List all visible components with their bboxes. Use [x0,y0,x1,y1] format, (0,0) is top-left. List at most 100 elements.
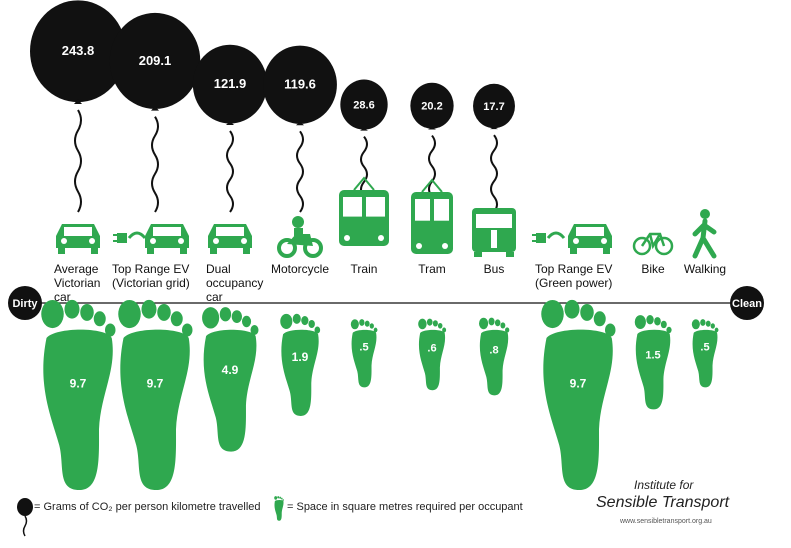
dirty-label: Dirty [12,298,38,310]
footprint-toe [359,319,365,326]
balloon-6: 17.7 [473,83,515,213]
legend-footprint-icon [274,496,284,521]
footprint-toe [250,325,259,335]
car-wheel [603,248,610,254]
car-windscreen [576,227,604,236]
balloon-5: 20.2 [410,82,454,213]
ev-plug-pin [532,240,536,242]
category-label-line: Bike [641,262,665,276]
footprint-7: 9.7 [541,299,616,490]
footprint-toe [541,299,564,329]
category-label-line: Walking [684,262,726,276]
motorcycle-rider-head [292,216,304,228]
ev-icon [532,224,612,254]
bus-door [491,230,497,248]
footprint-toe [705,320,711,327]
footprint-toe [41,299,64,329]
tram-icon [411,178,453,254]
category-label-line: Train [351,262,378,276]
balloon-string [296,130,304,213]
bus-windscreen [476,214,512,228]
category-label-9: Walking [684,262,726,276]
balloon-string [226,130,234,213]
balloon-knot [428,127,436,130]
footprint-toe [418,318,427,330]
footprint-toe [231,310,242,324]
train-light [344,235,350,241]
footprint-9: .5 [691,319,719,388]
car-icon [56,224,100,254]
balloon-value-label: 121.9 [214,76,247,91]
footprint-toe [593,311,606,327]
category-label-3: Motorcycle [271,262,329,276]
walking-icon [692,209,717,259]
footprint-toe [219,307,232,322]
footprint-toe [666,326,672,334]
train-light [378,235,384,241]
car-headlight [178,238,184,244]
vehicle-icons [56,176,717,259]
motorcycle-body [287,234,313,246]
category-label-line: Top Range EV [535,262,612,276]
footprint-0: 9.7 [41,299,116,490]
car-headlight [601,238,607,244]
footprint-toe [301,316,309,326]
car-wheel [210,248,217,254]
balloon-3: 119.6 [263,45,337,213]
footprint-toe [118,299,141,329]
train-icon [339,176,389,246]
balloon-1: 209.1 [109,12,201,213]
ev-cable [127,231,147,240]
footprint-toe [488,317,495,326]
footprint-toe [314,326,321,334]
footprint-value-label: 4.9 [222,363,239,377]
footprint-3: 1.9 [280,313,321,416]
ev-plug-pin [113,240,117,242]
footprint-toe [157,303,171,321]
category-label-4: Train [351,262,378,276]
footprint-toe [292,313,301,324]
category-label-line: Victorian [54,276,100,290]
footprint-toe [279,496,282,499]
legend-icons [17,496,284,537]
footprint-toe [660,320,667,329]
balloon-body [109,12,201,109]
footprint-sole [543,329,613,490]
balloon-string [490,134,498,213]
footprint-value-label: .8 [489,345,498,357]
car-headlight [213,238,219,244]
footprint-4: .5 [350,319,378,388]
footprint-value-label: 9.7 [147,377,164,391]
footprint-toe [714,327,719,333]
category-label-8: Bike [641,262,665,276]
car-wheel [570,248,577,254]
balloon-body [410,82,454,129]
category-label-1: Top Range EV(Victorian grid) [112,262,190,290]
footprint-sole [635,329,671,410]
footprint-value-label: 9.7 [570,377,587,391]
footprint-toe [478,317,489,330]
category-label-5: Tram [418,262,446,276]
footprint-value-label: .5 [359,342,368,354]
footprint-toe [580,303,594,321]
category-label-line: car [206,290,223,304]
footprint-toe [700,319,706,326]
balloon-body [340,79,388,130]
car-headlight [89,238,95,244]
motorcycle-wheel [303,238,323,258]
footprint-toe [369,323,374,329]
clean-marker [730,286,764,320]
balloon-0: 243.8 [30,0,126,213]
balloon-2: 121.9 [192,44,268,213]
footprint-value-label: 1.9 [292,350,309,364]
category-label-line: Motorcycle [271,262,329,276]
footprint-toe [241,315,252,328]
tram-light [416,243,422,249]
footprint-toe [432,320,438,327]
bus-wheel [506,252,514,257]
footprint-6: .8 [478,317,510,396]
footprint-1: 9.7 [118,299,193,490]
